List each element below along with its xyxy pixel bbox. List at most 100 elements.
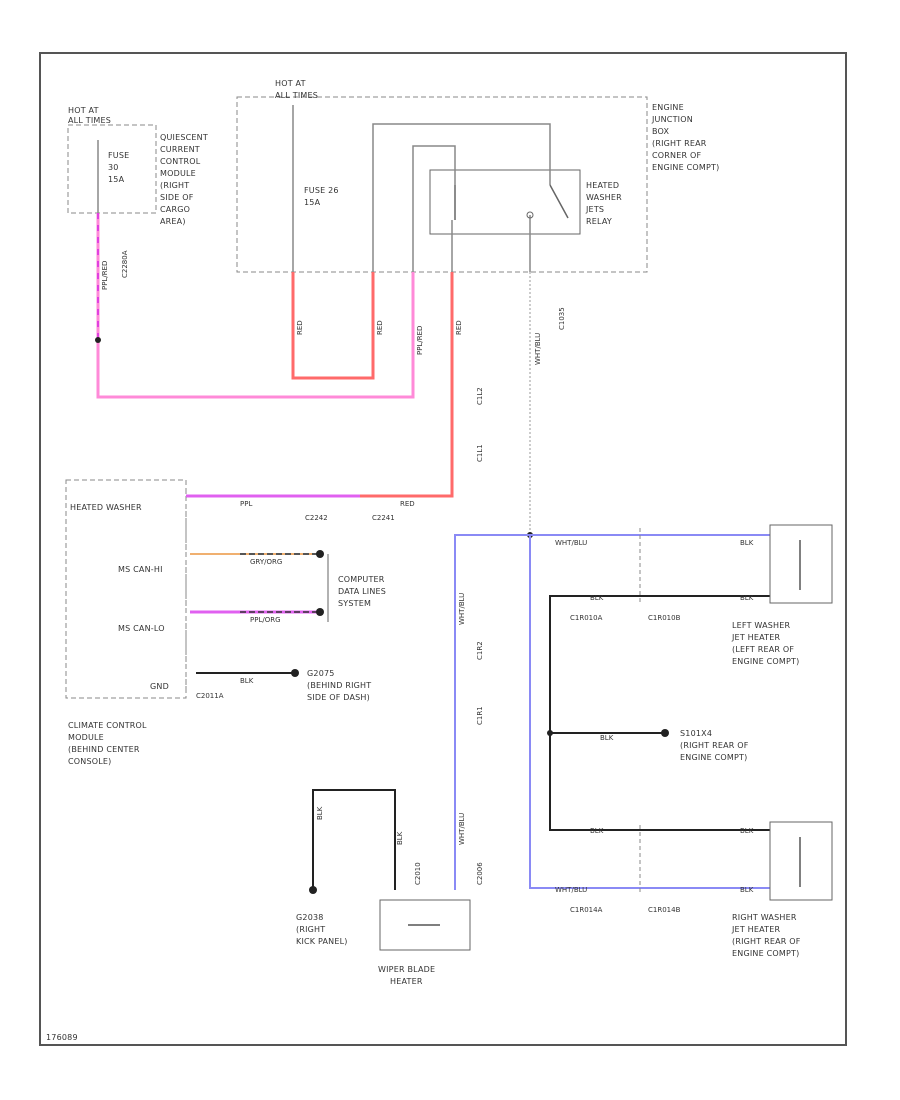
wlbl-red-a: RED [296, 320, 304, 335]
svg-text:LEFT WASHER: LEFT WASHER [732, 621, 790, 630]
conn-c1r01b-bot: C1R014B [648, 906, 681, 914]
svg-text:CARGO: CARGO [160, 205, 190, 214]
ground-g2038 [309, 886, 317, 894]
wire-blue-left [454, 534, 530, 890]
ccm-label: CLIMATE CONTROL MODULE (BEHIND CENTER CO… [68, 721, 147, 766]
svg-text:CORNER OF: CORNER OF [652, 151, 701, 160]
svg-text:QUIESCENT: QUIESCENT [160, 133, 208, 142]
svg-text:(BEHIND RIGHT: (BEHIND RIGHT [307, 681, 371, 690]
svg-text:S101X4: S101X4 [680, 729, 712, 738]
svg-text:(LEFT REAR OF: (LEFT REAR OF [732, 645, 794, 654]
conn-c1r01b-top: C1R010B [648, 614, 681, 622]
lbl-hot-left-2: ALL TIMES [68, 116, 111, 125]
lbl-wiper-2: HEATER [390, 977, 423, 986]
wlbl-blk5: BLK [590, 827, 604, 835]
lbl-ms-can-hi: MS CAN-HI [118, 565, 163, 574]
lbl-fuse26-2: 15A [304, 198, 321, 207]
wlbl-gry-org: GRY/ORG [250, 558, 282, 566]
svg-text:CLIMATE CONTROL: CLIMATE CONTROL [68, 721, 147, 730]
g2075-label: G2075 (BEHIND RIGHT SIDE OF DASH) [307, 669, 371, 702]
svg-text:(BEHIND CENTER: (BEHIND CENTER [68, 745, 140, 754]
svg-text:JET HEATER: JET HEATER [731, 925, 781, 934]
wlbl-ppl-red: PPL/RED [101, 261, 109, 290]
ground-s101 [661, 729, 669, 737]
lbl-fuse26-1: FUSE 26 [304, 186, 339, 195]
svg-text:(RIGHT: (RIGHT [160, 181, 189, 190]
conn-c2242: C2242 [305, 514, 328, 522]
svg-text:SIDE OF DASH): SIDE OF DASH) [307, 693, 370, 702]
g2038-label: G2038 (RIGHT KICK PANEL) [296, 913, 348, 946]
wlbl-blk6: BLK [740, 827, 754, 835]
conn-c1r2: C1R2 [476, 641, 484, 660]
svg-text:(RIGHT REAR: (RIGHT REAR [652, 139, 707, 148]
lbl-fuse30-3: 15A [108, 175, 125, 184]
svg-text:ENGINE COMPT): ENGINE COMPT) [732, 657, 799, 666]
relay-switch [549, 184, 569, 219]
wire-blue-right-bot [529, 535, 770, 889]
conn-c1r01a-bot: C1R014A [570, 906, 603, 914]
svg-text:(RIGHT REAR OF: (RIGHT REAR OF [680, 741, 749, 750]
svg-text:(RIGHT: (RIGHT [296, 925, 325, 934]
left-jet-label: LEFT WASHER JET HEATER (LEFT REAR OF ENG… [731, 621, 799, 666]
wlbl-ppl: PPL [240, 500, 252, 508]
svg-text:JUNCTION: JUNCTION [651, 115, 693, 124]
svg-text:COMPUTER: COMPUTER [338, 575, 385, 584]
wlbl-wht-blu: WHT/BLU [534, 333, 542, 365]
lbl-bjb-hot-1: HOT AT [275, 79, 306, 88]
wlbl-blk9: BLK [396, 831, 404, 845]
wire-red-loop [291, 272, 375, 380]
wire-pink-main [96, 213, 415, 399]
wlbl-blk2: BLK [590, 594, 604, 602]
qccm-label: QUIESCENT CURRENT CONTROL MODULE (RIGHT … [160, 133, 208, 226]
svg-text:ENGINE COMPT): ENGINE COMPT) [652, 163, 719, 172]
conn-c1r01a-top: C1R010A [570, 614, 603, 622]
wiper-heater-box [379, 899, 471, 951]
lbl-fuse30-2: 30 [108, 163, 119, 172]
relay-contact [526, 211, 534, 219]
wire-bjb-mid2 [412, 145, 456, 272]
heated-washer-box [65, 479, 187, 699]
ejb-label: ENGINE JUNCTION BOX (RIGHT REAR CORNER O… [651, 103, 719, 172]
svg-text:JETS: JETS [585, 205, 604, 214]
conn-c1035: C1035 [558, 307, 566, 330]
wlbl-blk-gnd: BLK [240, 677, 254, 685]
svg-text:HEATED: HEATED [586, 181, 619, 190]
data-term-2 [316, 608, 324, 616]
relay-label: HEATED WASHER JETS RELAY [585, 181, 622, 226]
wlbl-wht-blu2: WHT/BLU [555, 539, 587, 547]
wlbl-wht-blu5: WHT/BLU [458, 813, 466, 845]
wlbl-red-b: RED [376, 320, 384, 335]
wire-red-down [360, 272, 454, 498]
wlbl-wht-blu4: WHT/BLU [458, 593, 466, 625]
wlbl-wht-blu3: WHT/BLU [555, 886, 587, 894]
relay-box [429, 169, 581, 235]
svg-text:ENGINE COMPT): ENGINE COMPT) [680, 753, 747, 762]
svg-text:G2038: G2038 [296, 913, 324, 922]
svg-text:MODULE: MODULE [160, 169, 196, 178]
conn-c2280a: C2280A [121, 250, 129, 278]
svg-text:AREA): AREA) [160, 217, 186, 226]
left-jet-heater-box [769, 524, 833, 604]
conn-c2010: C2010 [414, 862, 422, 885]
diagram-frame [39, 52, 847, 1046]
conn-c1l1: C1L1 [476, 444, 484, 462]
svg-text:SIDE OF: SIDE OF [160, 193, 194, 202]
svg-text:DATA LINES: DATA LINES [338, 587, 386, 596]
s101-label: S101X4 (RIGHT REAR OF ENGINE COMPT) [680, 729, 749, 762]
wlbl-red-d: RED [400, 500, 415, 508]
conn-c2241: C2241 [372, 514, 395, 522]
svg-text:ENGINE: ENGINE [652, 103, 684, 112]
conn-c1r1: C1R1 [476, 706, 484, 725]
wlbl-blk8: BLK [316, 806, 324, 820]
lbl-heated-washer: HEATED WASHER [70, 503, 142, 512]
fuse-box-left [67, 124, 157, 214]
svg-text:KICK PANEL): KICK PANEL) [296, 937, 348, 946]
svg-text:CONSOLE): CONSOLE) [68, 757, 111, 766]
svg-text:BOX: BOX [652, 127, 670, 136]
bjb-box [236, 96, 648, 273]
wire-wiper-blk [312, 789, 396, 890]
wlbl-blk7: BLK [740, 886, 754, 894]
wire-blk-left-jet [549, 595, 770, 831]
svg-text:JET HEATER: JET HEATER [731, 633, 781, 642]
